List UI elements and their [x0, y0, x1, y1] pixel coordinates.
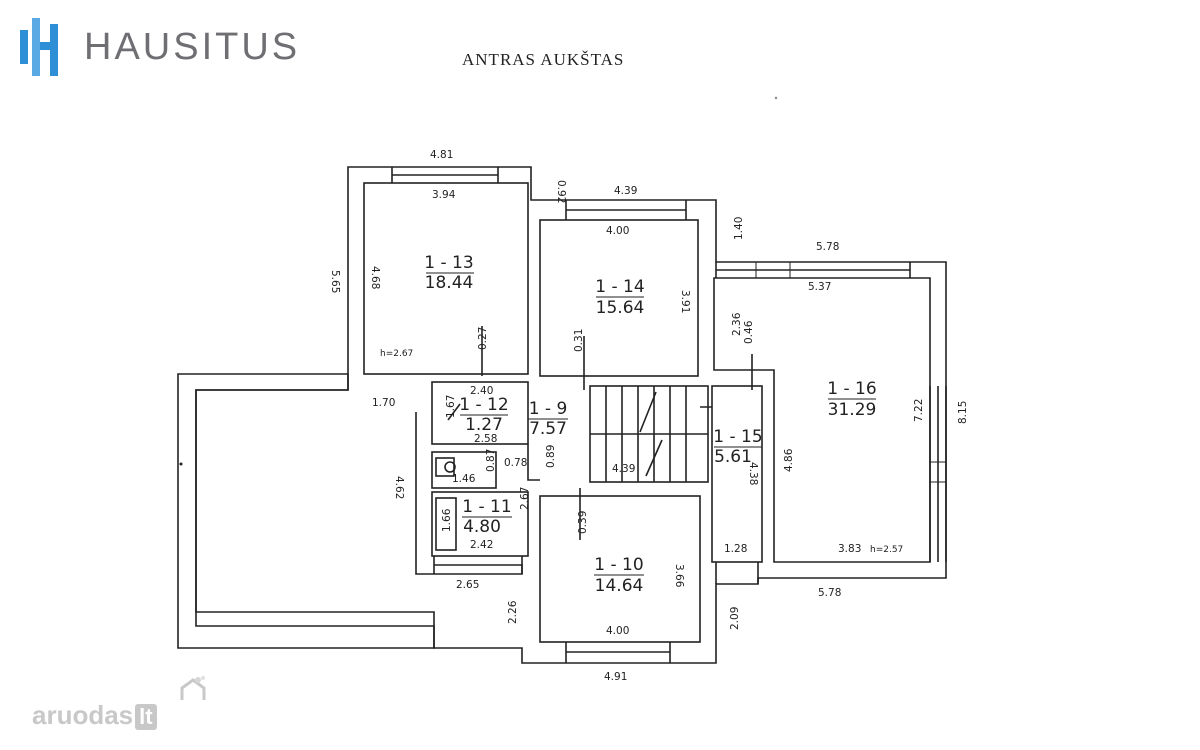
room-wc-outline [431, 451, 497, 489]
watermark-text: aruodas [32, 700, 134, 730]
dimension-label: 2.26 [507, 600, 519, 624]
terrace-outline [177, 373, 435, 649]
dimension-label: 2.42 [470, 539, 493, 551]
hausitus-logo-icon [20, 18, 58, 76]
dimension-label: 8.15 [957, 401, 969, 424]
dimension-label: 2.09 [729, 607, 741, 630]
dimension-label: 0.27 [477, 327, 489, 350]
dimension-label: 2.58 [474, 433, 497, 445]
dimension-label: 5.78 [816, 241, 839, 253]
room-1-12-outline [431, 381, 529, 445]
toilet-bowl [444, 461, 456, 473]
dimension-label: 2.36 [731, 312, 743, 336]
window [715, 562, 759, 584]
dimension-label: 7.22 [913, 399, 925, 422]
dimension-label: 3.83 [838, 543, 861, 555]
dimension-label: 1.67 [445, 395, 457, 418]
stair-arrow [639, 391, 712, 477]
dimension-label: 0.39 [577, 511, 589, 534]
dimension-label: 4.68 [369, 266, 381, 289]
dimension-label: 2.65 [456, 579, 479, 591]
dimension-label: 5.37 [808, 281, 831, 293]
dimension-label: 3.66 [673, 564, 685, 588]
room-area: 4.80 [463, 517, 501, 537]
room-1-14-outline [539, 219, 699, 377]
dimension-label: 5.78 [818, 587, 841, 599]
dimension-label: h=2.57 [870, 545, 903, 555]
room-1-15-outline [711, 385, 763, 563]
room-1-16-outline [713, 277, 931, 563]
dimension-label: 4.62 [393, 476, 405, 499]
dimension-label: 1.40 [733, 217, 745, 240]
dimension-label: 1.28 [724, 543, 747, 555]
dimension-label: 4.39 [612, 463, 635, 475]
watermark-badge: lt [135, 704, 157, 730]
dimension-label: 1.46 [452, 473, 476, 485]
room-1-10-outline [539, 495, 701, 643]
house-chimney-icon [180, 676, 206, 700]
dimension-label: 2.40 [470, 385, 493, 397]
dimension-label: 0.89 [545, 445, 557, 468]
window [433, 556, 523, 574]
room-area: 15.64 [596, 298, 645, 318]
room-id: 1 - 14 [595, 277, 644, 297]
window [929, 461, 947, 483]
room-1-13-outline [363, 182, 529, 375]
window [715, 262, 911, 278]
room-area: 14.64 [595, 576, 644, 596]
room-id: 1 - 15 [713, 427, 762, 447]
window [565, 200, 687, 220]
dimension-label: 4.39 [614, 185, 637, 197]
dimension-label: 0.92 [555, 180, 567, 203]
dimension-label: 4.38 [747, 462, 759, 485]
dimension-label: 5.65 [329, 270, 341, 293]
room-id: 1 - 10 [594, 555, 643, 575]
dimension-label: 0.46 [743, 320, 755, 344]
dimension-label: 0.78 [504, 457, 527, 469]
brand-logo-text: HAUSITUS [84, 26, 301, 68]
dimension-label: 1.70 [372, 397, 395, 409]
dimension-label: 4.91 [604, 671, 627, 683]
room-id: 1 - 12 [459, 395, 508, 415]
corridor-wall [527, 444, 540, 481]
dimension-label: 0.87 [485, 449, 497, 472]
room-id: 1 - 11 [462, 497, 511, 517]
dimension-label: 4.86 [783, 448, 795, 472]
dimension-label: 0.31 [573, 329, 585, 352]
room-area: 7.57 [529, 419, 567, 439]
dimension-label: 3.94 [432, 189, 456, 201]
window [565, 642, 671, 663]
window [391, 167, 499, 183]
dimension-label: h=2.67 [380, 349, 413, 359]
dimension-label: 2.67 [519, 487, 531, 510]
dim-tick [447, 326, 753, 540]
room-id: 1 - 13 [424, 253, 473, 273]
room-area: 1.27 [465, 415, 503, 435]
dimension-label: 1.66 [441, 508, 453, 532]
room-area: 18.44 [425, 273, 474, 293]
dimension-label: 4.00 [606, 625, 629, 637]
room-id: 1 - 16 [827, 379, 876, 399]
floor-plan-title: ANTRAS AUKŠTAS [462, 50, 625, 69]
room-area: 31.29 [828, 400, 877, 420]
dimension-label: 4.00 [606, 225, 629, 237]
window [929, 386, 947, 562]
window [755, 261, 791, 279]
bathtub-fixture [435, 497, 457, 551]
room-area: 5.61 [714, 447, 752, 467]
dimension-label: 3.91 [679, 290, 691, 313]
room-id: 1 - 9 [529, 399, 568, 419]
dimension-label: 4.81 [430, 149, 453, 161]
toilet-fixture [435, 457, 455, 477]
room-1-11-outline [431, 491, 529, 557]
